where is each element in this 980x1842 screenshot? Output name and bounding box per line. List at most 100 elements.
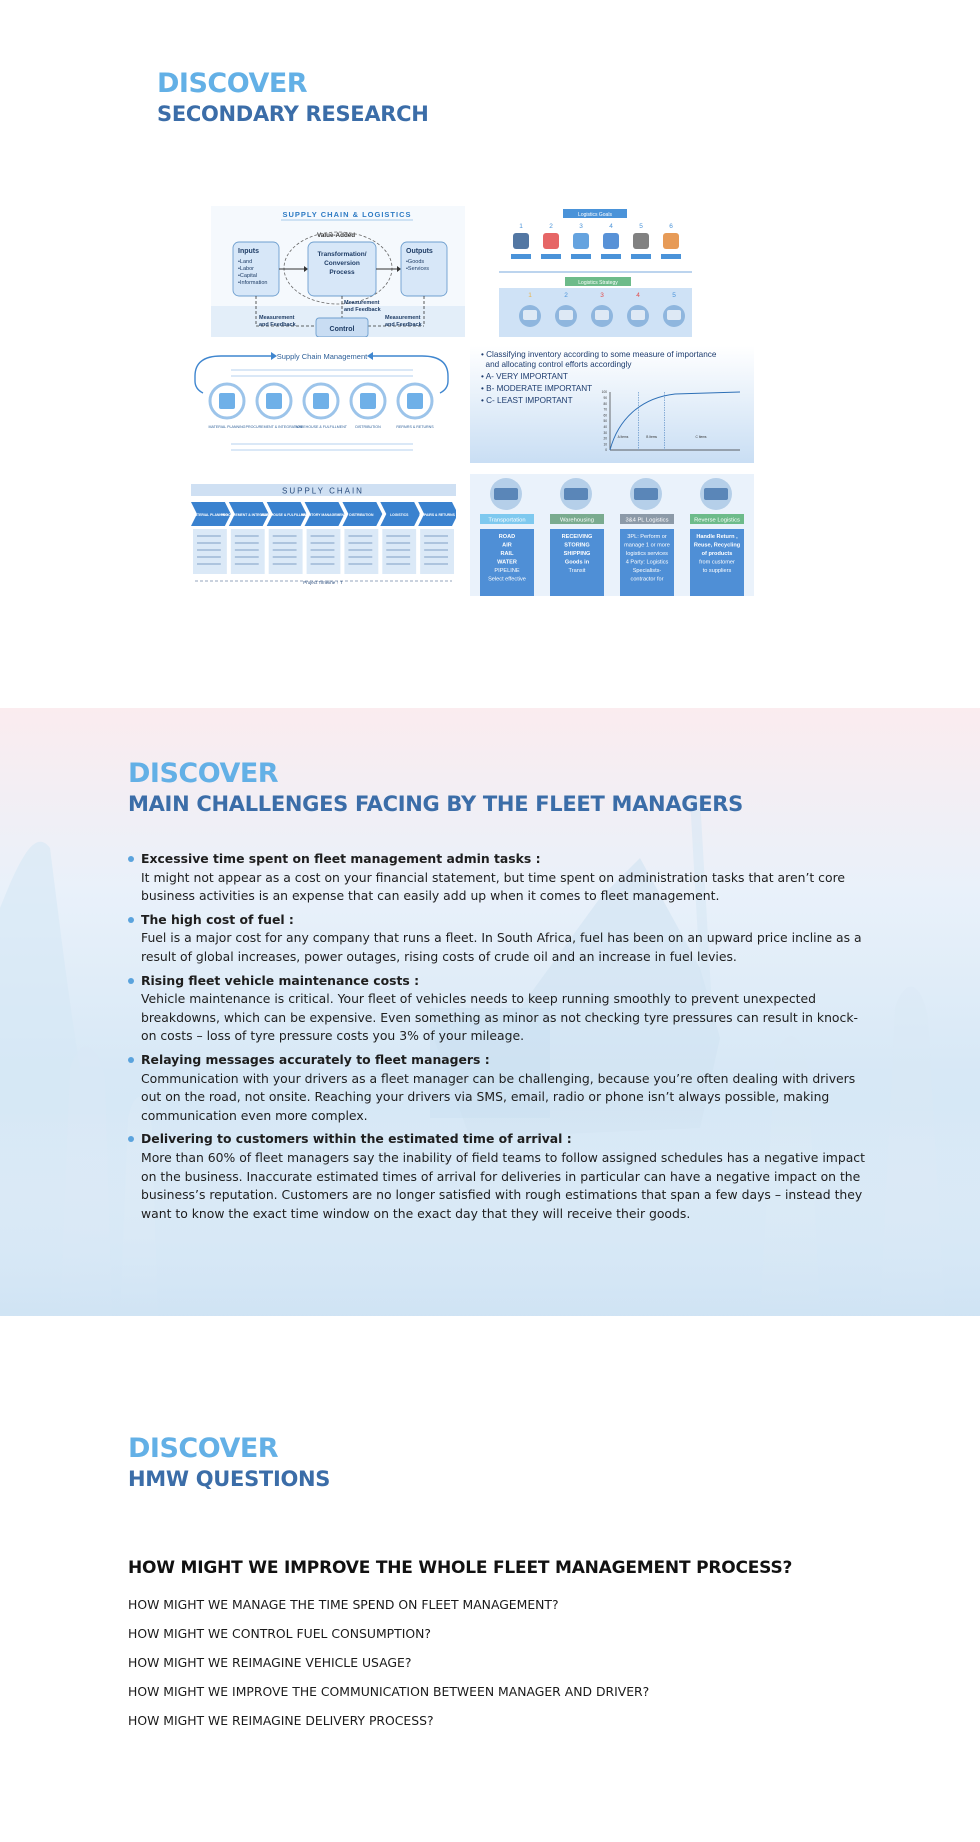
abc-y-tick: 100 bbox=[602, 390, 608, 394]
abc-curve bbox=[609, 391, 741, 451]
hmw-question: HOW MIGHT WE IMPROVE THE COMMUNICATION B… bbox=[128, 1684, 650, 1699]
cycle-step-label: DISTRIBUTION bbox=[355, 425, 381, 429]
hmw-question: HOW MIGHT WE REIMAGINE VEHICLE USAGE? bbox=[128, 1655, 412, 1670]
logistics-type-line: from customer bbox=[699, 560, 735, 566]
logistics-type-tag bbox=[550, 514, 604, 524]
scm-measure-right-0: Measurement bbox=[385, 315, 421, 321]
logistics-type-line: AIR bbox=[502, 543, 512, 549]
challenges-header: DISCOVER MAIN CHALLENGES FACING BY THE F… bbox=[128, 758, 743, 818]
research-kicker: DISCOVER bbox=[157, 68, 308, 99]
goal-caption-bar bbox=[631, 254, 651, 259]
challenge-body: Communication with your drivers as a fle… bbox=[141, 1070, 856, 1123]
goal-icon bbox=[573, 233, 589, 249]
abc-y-tick: 0 bbox=[605, 448, 607, 452]
logistics-type-label: Reverse Logistics bbox=[694, 518, 740, 524]
challenge-body: Vehicle maintenance is critical. Your fl… bbox=[141, 991, 858, 1044]
goal-caption-bar bbox=[601, 254, 621, 259]
goal-icon bbox=[543, 233, 559, 249]
logistics-type-line: WATER bbox=[497, 560, 517, 566]
abc-y-tick: 70 bbox=[603, 408, 607, 412]
goal-icon bbox=[633, 233, 649, 249]
cycle-step-label: REPAIRS & RETURNS bbox=[396, 425, 434, 429]
logistics-type-body bbox=[690, 529, 744, 596]
chain-step-label: INVENTORY MANAGEMENT bbox=[301, 513, 347, 517]
challenge-item: Relaying messages accurately to fleet ma… bbox=[128, 1051, 868, 1125]
hmw-title: HMW QUESTIONS bbox=[128, 1467, 331, 1491]
challenge-body: It might not appear as a cost on your fi… bbox=[141, 869, 846, 904]
logistics-type-line: 3PL: Perform or bbox=[627, 534, 667, 540]
goal-caption-bar bbox=[661, 254, 681, 259]
chain-step-body bbox=[193, 529, 227, 574]
abc-y-tick: 90 bbox=[603, 396, 607, 400]
strategy-number: 4 bbox=[636, 292, 640, 299]
goal-number: 6 bbox=[669, 223, 673, 230]
chain-timeline: Project Timeline ↑ T bbox=[303, 580, 343, 585]
scm-measure-mid-0: Measurement bbox=[344, 300, 380, 306]
scm-title: SUPPLY CHAIN & LOGISTICS bbox=[282, 210, 411, 219]
chain-step-body bbox=[344, 529, 379, 574]
goal-icon bbox=[513, 233, 529, 249]
hmw-header: DISCOVER HMW QUESTIONS bbox=[128, 1433, 330, 1493]
abc-class-label: C Items bbox=[696, 435, 707, 439]
goal-number: 4 bbox=[609, 223, 613, 230]
scm-control: Control bbox=[330, 326, 355, 333]
chain-step-label: PROCUREMENT & INTEGRATION bbox=[221, 513, 276, 517]
logistics-type-label: Warehousing bbox=[560, 518, 594, 524]
logistics-type-line: Specialists- bbox=[633, 568, 662, 574]
challenge-body: Fuel is a major cost for any company tha… bbox=[141, 930, 862, 964]
logistics-type-body bbox=[620, 529, 674, 596]
hmw-kicker: DISCOVER bbox=[128, 1433, 279, 1464]
abc-y-tick: 60 bbox=[603, 413, 607, 417]
logistics-type-line: Reuse, Recycling bbox=[694, 543, 741, 549]
logistics-type-line: to suppliers bbox=[703, 568, 732, 574]
abc-y-tick: 20 bbox=[603, 437, 607, 441]
goal-caption-bar bbox=[541, 254, 561, 259]
logistics-type-line: contractor for bbox=[631, 577, 664, 583]
abc-classification-panel: • Classifying inventory according to som… bbox=[470, 346, 754, 463]
scm-outputs-1: •Services bbox=[406, 266, 429, 272]
strategy-number: 3 bbox=[600, 292, 604, 299]
challenge-item: Excessive time spent on fleet management… bbox=[128, 850, 868, 906]
logistics-type-label: Transportation bbox=[488, 518, 525, 524]
cycle-step-icon bbox=[313, 393, 329, 409]
challenge-title: Excessive time spent on fleet management… bbox=[141, 851, 541, 866]
logistics-type-line: PIPELINE bbox=[494, 568, 519, 574]
research-header: DISCOVER SECONDARY RESEARCH bbox=[157, 68, 429, 128]
cycle-title: Supply Chain Management bbox=[277, 352, 368, 361]
chain-step-label: REPAIRS & RETURNS bbox=[419, 513, 455, 517]
strategy-label: Logistics Strategy bbox=[578, 280, 618, 286]
cycle-step-label: PROCUREMENT & INTEGRATION bbox=[246, 425, 303, 429]
challenges-kicker: DISCOVER bbox=[128, 758, 279, 789]
logistics-type-body bbox=[550, 529, 604, 596]
logistics-type-line: RECEIVING bbox=[562, 534, 593, 540]
logistics-type-line: Transit bbox=[569, 568, 586, 574]
chain-step-chevron bbox=[191, 502, 231, 526]
scm-process-1: Conversion bbox=[324, 260, 360, 267]
cycle-step-icon bbox=[266, 393, 282, 409]
challenge-item: Rising fleet vehicle maintenance costs :… bbox=[128, 972, 868, 1046]
goal-icon bbox=[663, 233, 679, 249]
challenge-title: Rising fleet vehicle maintenance costs : bbox=[141, 972, 420, 988]
chain-step-body bbox=[230, 529, 265, 574]
scm-process-2: Process bbox=[329, 269, 355, 276]
challenge-title: The high cost of fuel : bbox=[141, 911, 294, 927]
cycle-step-icon bbox=[407, 393, 423, 409]
abc-y-tick: 50 bbox=[603, 419, 607, 423]
logistics-type-line: Goods in bbox=[565, 560, 590, 566]
abc-line-4: • C- LEAST IMPORTANT bbox=[481, 396, 573, 405]
abc-class-label: B Items bbox=[646, 435, 657, 439]
scm-measure-mid-1: and Feedback bbox=[344, 307, 382, 313]
logistics-type-line: Select effective bbox=[488, 577, 526, 583]
logistics-type-line: RAIL bbox=[500, 551, 514, 557]
abc-line-3: • B- MODERATE IMPORTANT bbox=[481, 384, 592, 393]
scm-outputs-0: •Goods bbox=[406, 259, 424, 265]
abc-y-tick: 10 bbox=[603, 442, 607, 446]
chain-title: SUPPLY CHAIN bbox=[282, 487, 364, 496]
abc-line-1: and allocating control efforts according… bbox=[481, 360, 632, 369]
supply-chain-management-cycle: Supply Chain Management MATERIAL PLANNIN… bbox=[191, 346, 452, 464]
logistics-type-line: logistics services bbox=[626, 551, 668, 557]
logistics-type-line: ROAD bbox=[499, 534, 515, 540]
scm-process-0: Transformation/ bbox=[317, 251, 366, 258]
